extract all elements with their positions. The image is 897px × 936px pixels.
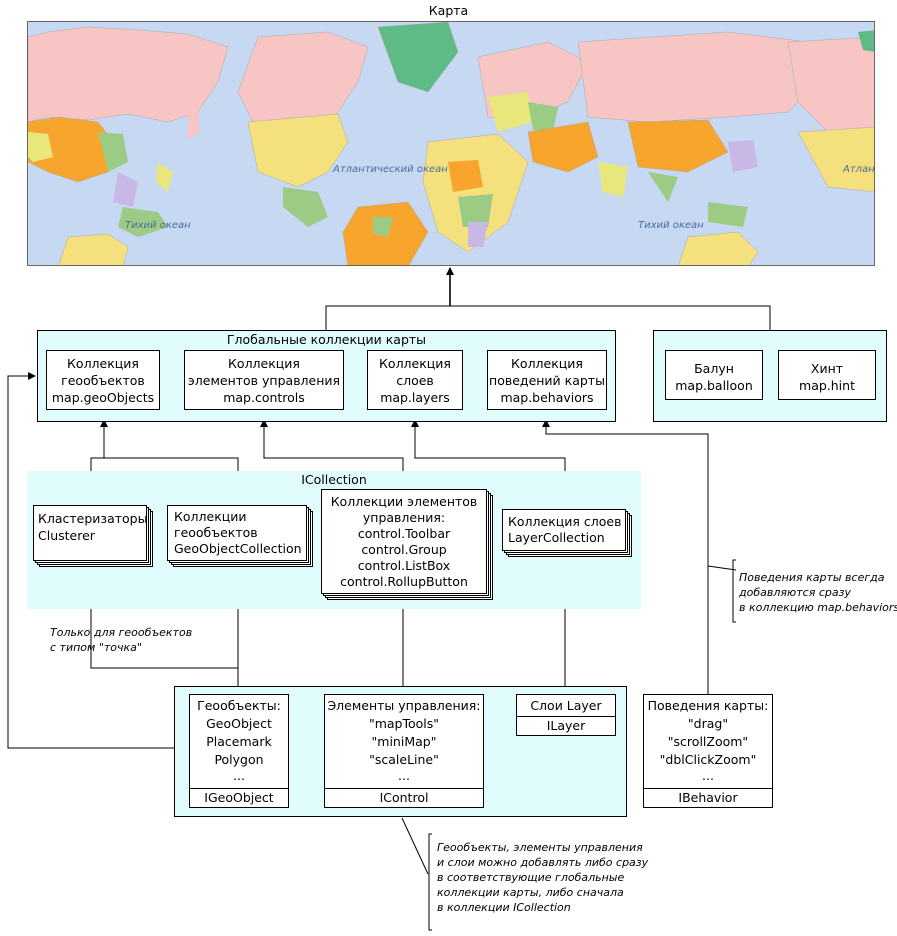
clusterers-line1: Кластеризаторы — [38, 511, 148, 526]
control-collections-line2: управления: — [362, 510, 446, 525]
note-bottom-line5: в коллекции ICollection — [437, 901, 571, 914]
note-bottom-line4: коллекции карты, либо сначала — [437, 886, 624, 899]
map-behaviors-box[interactable]: Коллекция поведений карты map.behaviors — [487, 350, 607, 410]
controls-item-line4: "scaleLine" — [369, 752, 439, 767]
clusterers-stack[interactable]: Кластеризаторы Clusterer — [33, 505, 153, 567]
controls-item-line3: "miniMap" — [371, 734, 437, 749]
geoobject-collections-stack[interactable]: Коллекции геообъектов GeoObjectCollectio… — [167, 505, 313, 567]
map-controls-box[interactable]: Коллекция элементов управления map.contr… — [184, 350, 344, 410]
geoobjects-item-line5: ... — [233, 768, 245, 783]
layer-collection-line1: Коллекция слоев — [508, 514, 622, 529]
control-collections-stack[interactable]: Коллекции элементов управления: control.… — [321, 489, 493, 600]
control-collections-line5: control.ListBox — [357, 558, 451, 573]
geoobjects-item-line1: Геообъекты: — [197, 698, 281, 713]
map-geoobjects-box[interactable]: Коллекция геообъектов map.geoObjects — [46, 350, 160, 410]
behaviors-item-line5: ... — [702, 768, 714, 783]
note-bottom-line2: и слои можно добавлять либо сразу — [437, 856, 649, 869]
note-only-points-line1: Только для геообъектов — [50, 626, 193, 639]
controls-item-line5: ... — [398, 768, 410, 783]
map-title: Карта — [428, 3, 469, 18]
behaviors-item-box[interactable]: Поведения карты: "drag" "scrollZoom" "db… — [643, 694, 773, 808]
map-geoobjects-line1: Коллекция — [67, 356, 139, 371]
map-hint-line2: map.hint — [799, 378, 855, 393]
map-layers-line1: Коллекция — [379, 356, 451, 371]
map-controls-line3: map.controls — [223, 390, 305, 405]
igeoobject-interface: IGeoObject — [190, 788, 288, 807]
map-controls-line1: Коллекция — [228, 356, 300, 371]
geoobject-collections-box: Коллекции геообъектов GeoObjectCollectio… — [167, 505, 307, 561]
control-collections-line6: control.RollupButton — [340, 574, 468, 589]
geoobject-collections-line3: GeoObjectCollection — [174, 541, 302, 556]
note-bottom-line1: Геообъекты, элементы управления — [437, 841, 643, 854]
geoobject-collections-line2: геообъектов — [174, 525, 258, 540]
control-collections-line1: Коллекции элементов — [330, 494, 478, 509]
map-geoobjects-line3: map.geoObjects — [51, 390, 155, 405]
map-layers-line2: слоев — [396, 373, 434, 388]
clusterers-box: Кластеризаторы Clusterer — [33, 505, 147, 561]
map-hint-line1: Хинт — [810, 361, 844, 376]
control-collections-box: Коллекции элементов управления: control.… — [321, 489, 487, 594]
behaviors-item-line1: Поведения карты: — [647, 698, 769, 713]
world-map-graphic — [28, 22, 874, 265]
geoobject-collections-line1: Коллекции — [174, 509, 247, 524]
geoobjects-item-line3: Placemark — [206, 734, 272, 749]
controls-item-box[interactable]: Элементы управления: "mapTools" "miniMap… — [324, 694, 484, 808]
control-collections-line4: control.Group — [361, 542, 447, 557]
map-hint-box[interactable]: Хинт map.hint — [778, 350, 876, 400]
note-behaviors-line2: добавляются сразу — [739, 586, 851, 599]
controls-item-line1: Элементы управления: — [327, 698, 481, 713]
icollection-title: ICollection — [301, 472, 367, 487]
control-collections-line3: control.Toolbar — [357, 526, 451, 541]
note-only-points-line2: с типом "точка" — [50, 641, 142, 654]
map-balloon-box[interactable]: Балун map.balloon — [665, 350, 763, 400]
map-balloon-line1: Балун — [694, 361, 734, 376]
world-map[interactable]: Тихий океан Атлантический океан Тихий ок… — [27, 21, 875, 266]
layer-collection-line2: LayerCollection — [508, 530, 605, 545]
ilayer-interface: ILayer — [517, 716, 615, 735]
ocean-label-pacific-right: Тихий океан — [638, 220, 704, 231]
controls-item-line2: "mapTools" — [368, 716, 440, 731]
geoobjects-item-line4: Polygon — [214, 752, 264, 767]
ibehavior-interface: IBehavior — [644, 788, 772, 807]
map-balloon-line2: map.balloon — [675, 378, 753, 393]
map-controls-line2: элементов управления — [187, 373, 341, 388]
note-behaviors-added: Поведения карты всегда добавляются сразу… — [739, 570, 897, 615]
layers-item-box[interactable]: Слои Layer ILayer — [516, 694, 616, 736]
layer-collection-stack[interactable]: Коллекция слоев LayerCollection — [502, 509, 632, 557]
map-geoobjects-line2: геообъектов — [61, 373, 145, 388]
ocean-label-atlantic-right: Атлан — [843, 164, 875, 175]
layers-item-line1: Слои Layer — [530, 698, 602, 713]
map-behaviors-line2: поведений карты — [489, 373, 605, 388]
behaviors-item-line3: "scrollZoom" — [667, 734, 749, 749]
ocean-label-pacific-left: Тихий океан — [125, 220, 191, 231]
note-behaviors-line1: Поведения карты всегда — [739, 571, 885, 584]
ocean-label-atlantic: Атлантический океан — [333, 164, 448, 175]
map-behaviors-line1: Коллекция — [511, 356, 583, 371]
layer-collection-box: Коллекция слоев LayerCollection — [502, 509, 626, 551]
global-collections-title: Глобальные коллекции карты — [226, 332, 427, 347]
behaviors-item-line4: "dblClickZoom" — [659, 752, 757, 767]
note-only-points: Только для геообъектов с типом "точка" — [50, 625, 192, 655]
clusterers-line2: Clusterer — [38, 528, 95, 543]
geoobjects-item-box[interactable]: Геообъекты: GeoObject Placemark Polygon … — [189, 694, 289, 808]
icontrol-interface: IControl — [325, 788, 483, 807]
note-bottom: Геообъекты, элементы управления и слои м… — [437, 840, 648, 915]
geoobjects-item-line2: GeoObject — [206, 716, 272, 731]
map-layers-box[interactable]: Коллекция слоев map.layers — [367, 350, 463, 410]
map-behaviors-line3: map.behaviors — [500, 390, 594, 405]
map-layers-line3: map.layers — [380, 390, 450, 405]
behaviors-item-line2: "drag" — [687, 716, 729, 731]
note-bottom-line3: в соответствующие глобальные — [437, 871, 625, 884]
note-behaviors-line3: в коллекцию map.behaviors — [739, 601, 897, 614]
